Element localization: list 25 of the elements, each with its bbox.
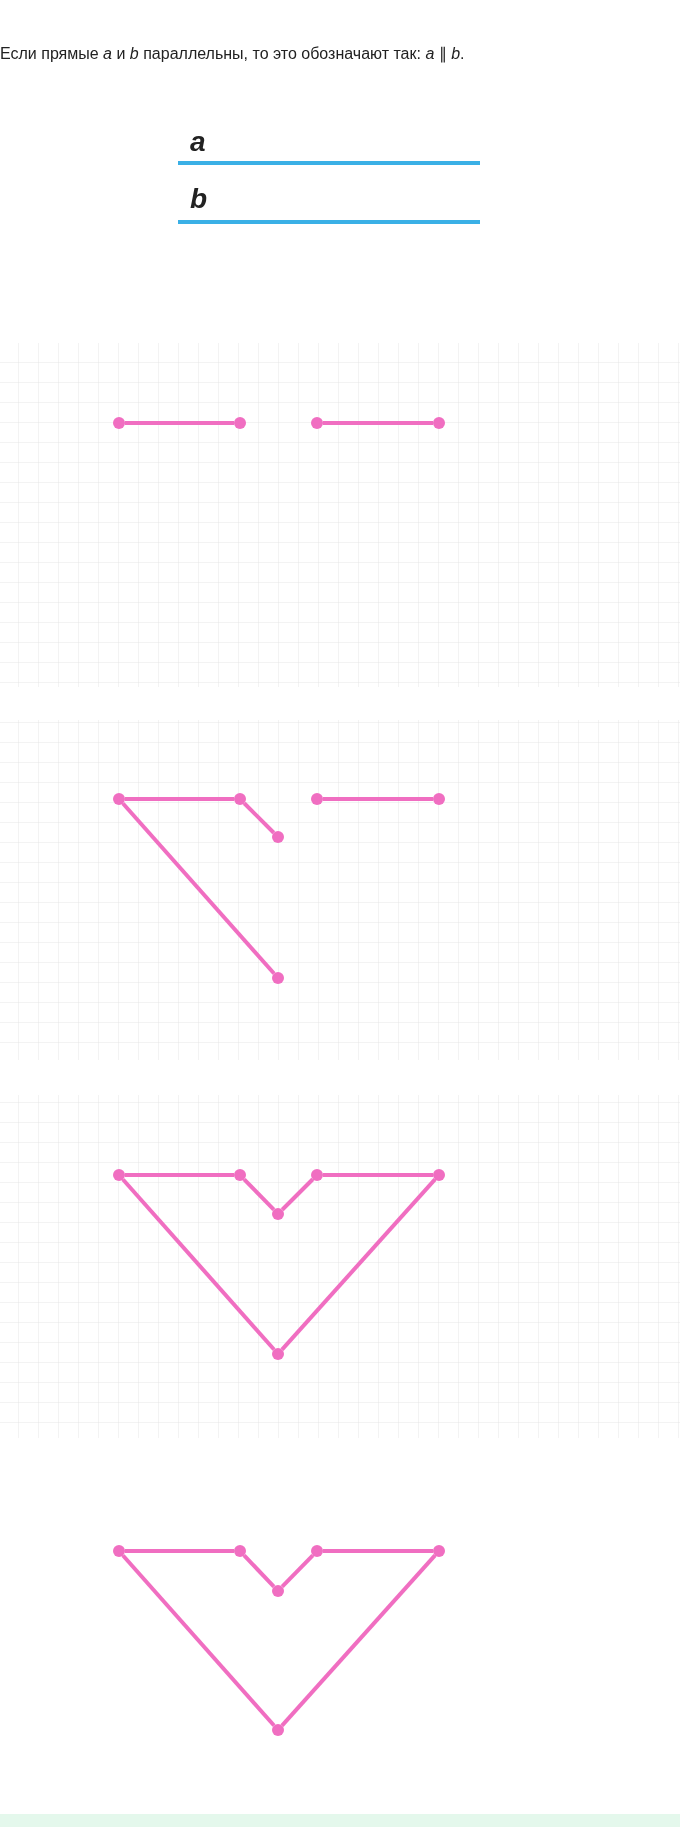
segment [121, 802, 276, 975]
segment [323, 797, 433, 801]
segment [121, 1178, 276, 1351]
segment [323, 421, 433, 425]
point [433, 1545, 445, 1557]
segment [121, 1554, 276, 1727]
segment [323, 1549, 433, 1553]
segment [125, 797, 234, 801]
segment [242, 1553, 276, 1589]
segment [280, 1554, 437, 1727]
point [113, 1545, 125, 1557]
segment [242, 1177, 276, 1212]
segment [280, 1177, 315, 1212]
segment [125, 421, 234, 425]
segment [125, 1173, 234, 1177]
segment [280, 1178, 437, 1351]
line-label: b [190, 185, 208, 213]
point [311, 1545, 323, 1557]
segment [280, 1553, 315, 1589]
title: Если прямые a и b параллельны, то это обозначают так: a ∥ b. [0, 44, 465, 65]
line-label: a [190, 128, 206, 156]
segment [242, 801, 276, 835]
segment [125, 1549, 234, 1553]
point [234, 1545, 246, 1557]
segment [323, 1173, 433, 1177]
